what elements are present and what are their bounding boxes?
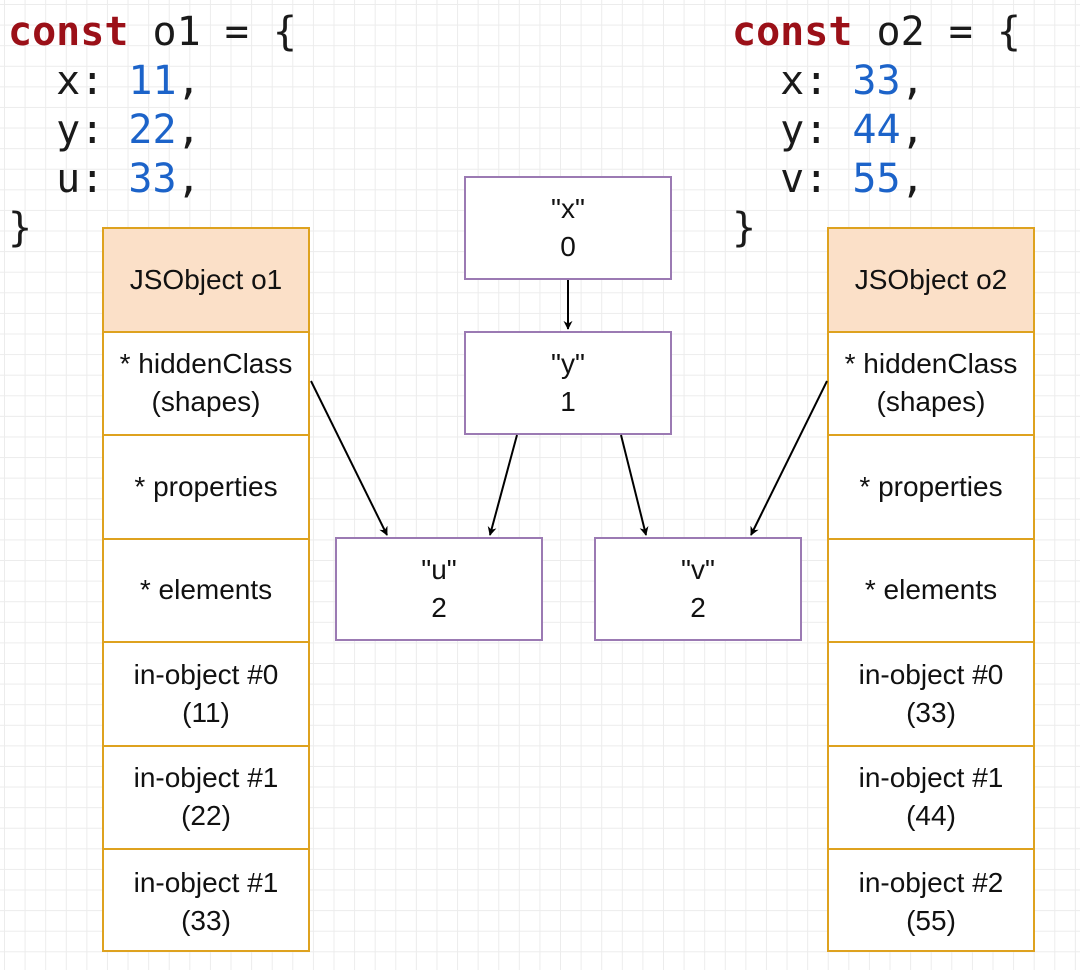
shape-node-x: "x" 0 bbox=[464, 176, 672, 280]
field-properties: * properties bbox=[829, 436, 1033, 540]
code-line: x: 11, bbox=[8, 57, 297, 106]
prop-key: y: bbox=[8, 107, 129, 153]
prop-suffix: , bbox=[176, 156, 201, 202]
keyword-const: const bbox=[732, 9, 853, 55]
keyword-const: const bbox=[8, 9, 129, 55]
declaration: o1 = { bbox=[128, 9, 298, 55]
field-label: in-object #1 (44) bbox=[858, 762, 1004, 832]
code-line: y: 22, bbox=[8, 106, 297, 155]
code-line: v: 55, bbox=[732, 155, 1021, 204]
arrow-y-to-v bbox=[620, 434, 649, 536]
code-o1: const o1 = { x: 11, y: 22, u: 33,} bbox=[8, 8, 297, 253]
field-label: in-object #1 (22) bbox=[133, 762, 279, 832]
code-line: } bbox=[732, 204, 1021, 253]
closing-brace: } bbox=[8, 205, 33, 251]
field-hidden-class: * hiddenClass (shapes) bbox=[104, 333, 308, 436]
field-in-object-2: in-object #1 (33) bbox=[104, 850, 308, 954]
prop-key: x: bbox=[8, 58, 129, 104]
field-in-object-1: in-object #1 (22) bbox=[104, 747, 308, 850]
shape-property-name: "x" bbox=[551, 193, 585, 224]
field-label: in-object #0 (11) bbox=[133, 658, 279, 728]
field-elements: * elements bbox=[829, 540, 1033, 643]
code-o2: const o2 = { x: 33, y: 44, v: 55,} bbox=[732, 8, 1021, 253]
object-title: JSObject o1 bbox=[129, 263, 283, 295]
field-label: in-object #0 (33) bbox=[858, 658, 1004, 728]
arrow-y-to-u bbox=[487, 434, 518, 536]
shape-offset: 0 bbox=[560, 231, 576, 262]
prop-value: 55 bbox=[852, 156, 901, 202]
field-label: * properties bbox=[134, 470, 278, 502]
arrow-o2-hiddenclass-to-v bbox=[750, 380, 828, 536]
code-line: } bbox=[8, 204, 297, 253]
shape-offset: 2 bbox=[690, 592, 706, 623]
prop-suffix: , bbox=[176, 107, 201, 153]
object-header: JSObject o2 bbox=[829, 229, 1033, 333]
code-line: const o2 = { bbox=[732, 8, 1021, 57]
shape-offset: 2 bbox=[431, 592, 447, 623]
prop-value: 11 bbox=[128, 58, 177, 104]
field-in-object-2: in-object #2 (55) bbox=[829, 850, 1033, 954]
field-in-object-0: in-object #0 (11) bbox=[104, 643, 308, 747]
shape-node-u: "u" 2 bbox=[335, 537, 543, 641]
prop-key: y: bbox=[732, 107, 853, 153]
field-in-object-0: in-object #0 (33) bbox=[829, 643, 1033, 747]
field-label: * hiddenClass (shapes) bbox=[119, 348, 293, 418]
prop-suffix: , bbox=[900, 58, 925, 104]
prop-key: v: bbox=[732, 156, 853, 202]
shape-property-name: "u" bbox=[421, 554, 457, 585]
field-label: * elements bbox=[864, 574, 998, 606]
prop-suffix: , bbox=[900, 107, 925, 153]
field-hidden-class: * hiddenClass (shapes) bbox=[829, 333, 1033, 436]
field-label: * elements bbox=[139, 574, 273, 606]
object-title: JSObject o2 bbox=[854, 263, 1008, 295]
shape-property-name: "y" bbox=[551, 348, 585, 379]
closing-brace: } bbox=[732, 205, 757, 251]
field-label: * hiddenClass (shapes) bbox=[844, 348, 1018, 418]
prop-key: u: bbox=[8, 156, 129, 202]
code-line: u: 33, bbox=[8, 155, 297, 204]
field-properties: * properties bbox=[104, 436, 308, 540]
field-label: * properties bbox=[859, 470, 1003, 502]
shape-node-y: "y" 1 bbox=[464, 331, 672, 435]
field-in-object-1: in-object #1 (44) bbox=[829, 747, 1033, 850]
shape-offset: 1 bbox=[560, 386, 576, 417]
shape-property-name: "v" bbox=[681, 554, 715, 585]
prop-value: 33 bbox=[852, 58, 901, 104]
declaration: o2 = { bbox=[852, 9, 1022, 55]
prop-value: 44 bbox=[852, 107, 901, 153]
arrow-o1-hiddenclass-to-u bbox=[310, 380, 388, 536]
prop-suffix: , bbox=[900, 156, 925, 202]
jsobject-o2: JSObject o2 * hiddenClass (shapes) * pro… bbox=[827, 227, 1035, 952]
prop-value: 33 bbox=[128, 156, 177, 202]
prop-suffix: , bbox=[176, 58, 201, 104]
field-elements: * elements bbox=[104, 540, 308, 643]
object-header: JSObject o1 bbox=[104, 229, 308, 333]
jsobject-o1: JSObject o1 * hiddenClass (shapes) * pro… bbox=[102, 227, 310, 952]
code-line: y: 44, bbox=[732, 106, 1021, 155]
field-label: in-object #1 (33) bbox=[133, 866, 279, 936]
field-label: in-object #2 (55) bbox=[858, 866, 1004, 936]
prop-value: 22 bbox=[128, 107, 177, 153]
shape-node-v: "v" 2 bbox=[594, 537, 802, 641]
code-line: const o1 = { bbox=[8, 8, 297, 57]
prop-key: x: bbox=[732, 58, 853, 104]
code-line: x: 33, bbox=[732, 57, 1021, 106]
